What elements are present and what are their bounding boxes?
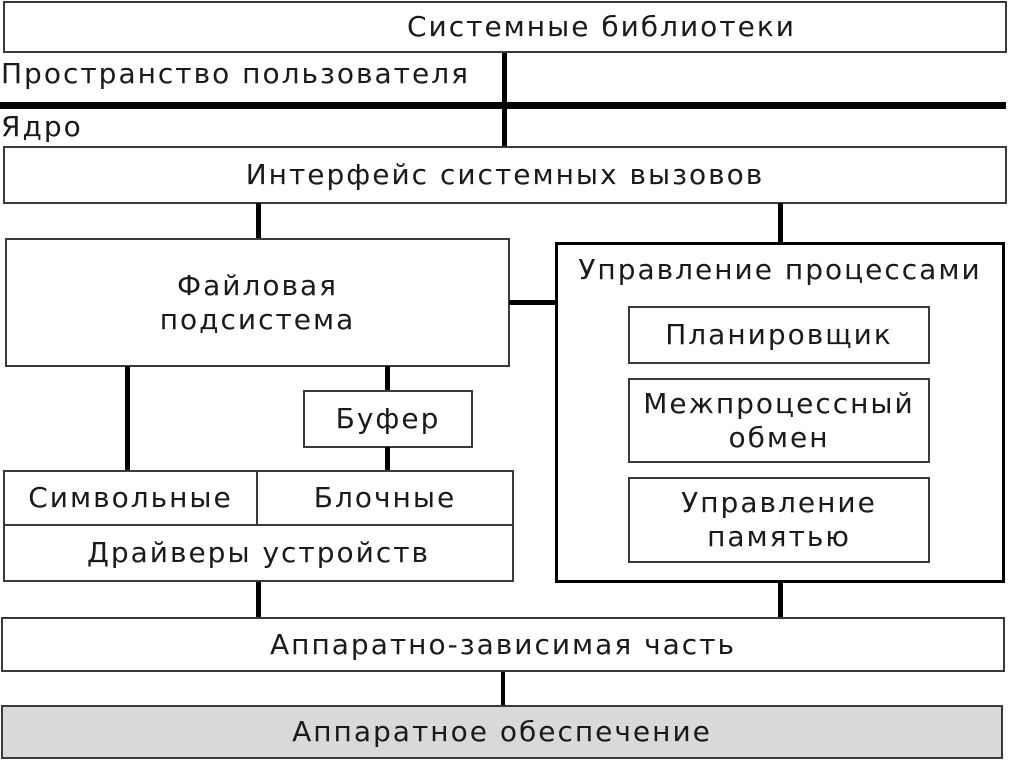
- block-drivers-box: Блочные: [256, 470, 514, 526]
- syscall-interface-box: Интерфейс системных вызовов: [3, 146, 1007, 204]
- char-drivers-box: Символьные: [3, 470, 258, 526]
- connector-file-to-process: [509, 300, 556, 305]
- process-management-title: Управление процессами: [578, 253, 982, 286]
- interprocess-exchange-box: Межпроцессный обмен: [628, 378, 930, 463]
- connector-buffer-to-block-drivers: [385, 447, 390, 470]
- connector-syscall-to-file: [256, 203, 261, 238]
- connector-syscall-to-process: [778, 203, 783, 242]
- file-subsystem-box: Файловая подсистема: [5, 238, 510, 367]
- device-drivers-box: Драйверы устройств: [3, 524, 514, 582]
- connector-hwdep-to-hardware: [501, 672, 505, 705]
- connector-process-to-hwdep: [778, 583, 783, 617]
- connector-file-to-char-drivers: [125, 366, 130, 470]
- scheduler-box: Планировщик: [628, 306, 930, 364]
- connector-drivers-to-hwdep: [256, 582, 261, 617]
- connector-file-to-buffer: [385, 366, 390, 390]
- hardware-dependent-box: Аппаратно-зависимая часть: [1, 617, 1005, 672]
- user-space-label: Пространство пользователя: [1, 57, 470, 90]
- kernel-label: Ядро: [1, 110, 83, 143]
- hardware-box: Аппаратное обеспечение: [1, 705, 1003, 759]
- connector-syslib-to-syscall: [502, 53, 507, 146]
- buffer-box: Буфер: [303, 390, 473, 448]
- system-libraries-box: Системные библиотеки: [3, 1, 1007, 53]
- memory-management-box: Управление памятью: [628, 477, 930, 563]
